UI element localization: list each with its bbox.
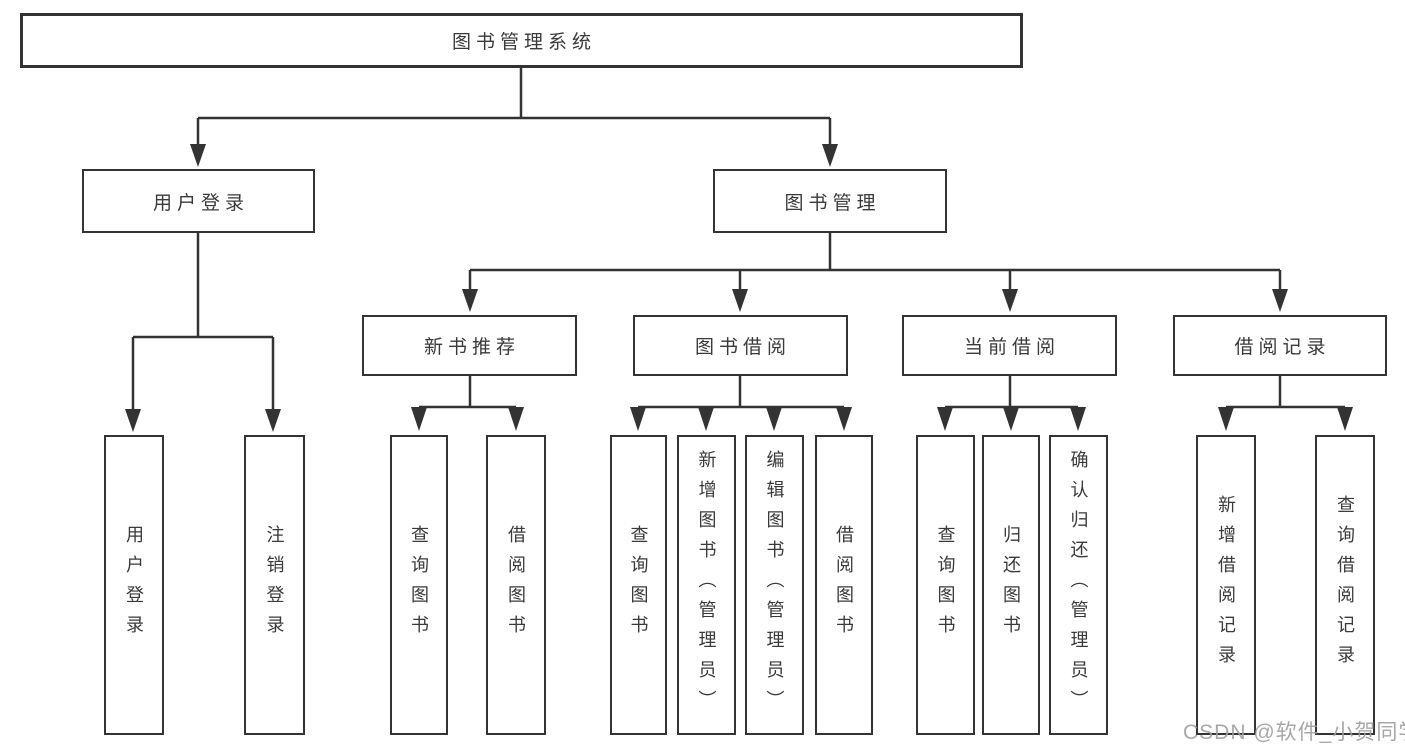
node-borrow-records: 借阅记录 [1173,315,1387,376]
node-new-book-recommend-label: 新书推荐 [423,337,520,358]
leaf-logout: 注销登录 [244,435,305,735]
leaf-confirm-return-admin-label: 确认归还（管理员） [1068,450,1089,720]
leaf-query-books-current-label: 查询图书 [935,525,956,645]
leaf-add-book-admin-label: 新增图书（管理员） [696,450,717,720]
node-user-login: 用户登录 [82,169,315,233]
leaf-logout-label: 注销登录 [264,525,285,645]
leaf-edit-book-admin: 编辑图书（管理员） [745,435,804,735]
node-book-borrow-label: 图书借阅 [694,337,791,358]
leaf-return-books: 归还图书 [982,435,1040,735]
connector-book-management-children [462,233,1288,312]
leaf-user-login: 用户登录 [104,435,164,735]
connector-root-to-level2 [190,68,838,167]
leaf-borrow-books-recommend: 借阅图书 [486,435,546,735]
connector-user-login-children [125,233,281,432]
node-book-borrow: 图书借阅 [633,315,848,376]
leaf-query-books-recommend: 查询图书 [390,435,448,735]
leaf-return-books-label: 归还图书 [1001,525,1021,645]
leaf-query-borrow-record: 查询借阅记录 [1315,435,1375,735]
node-new-book-recommend: 新书推荐 [362,315,577,376]
leaf-add-book-admin: 新增图书（管理员） [677,435,736,735]
leaf-confirm-return-admin: 确认归还（管理员） [1049,435,1108,735]
connector-book-borrow-children [630,376,852,431]
node-borrow-records-label: 借阅记录 [1234,337,1331,358]
node-current-borrow: 当前借阅 [902,315,1117,376]
watermark: CSDN @软件_小贺同学 [1183,721,1405,744]
leaf-borrow-books: 借阅图书 [815,435,873,735]
leaf-query-books-borrow-label: 查询图书 [628,525,649,645]
leaf-borrow-books-recommend-label: 借阅图书 [506,525,526,645]
node-current-borrow-label: 当前借阅 [963,337,1060,358]
leaf-borrow-books-label: 借阅图书 [834,525,854,645]
leaf-query-books-recommend-label: 查询图书 [409,525,429,645]
leaf-add-borrow-record-label: 新增借阅记录 [1216,495,1236,675]
connector-borrow-records-children [1218,376,1353,431]
leaf-query-books-borrow: 查询图书 [610,435,667,735]
leaf-add-borrow-record: 新增借阅记录 [1196,435,1256,735]
node-root-label: 图书管理系统 [451,32,596,53]
leaf-query-books-current: 查询图书 [916,435,975,735]
node-user-login-label: 用户登录 [152,192,249,214]
connector-new-book-recommend-children [411,376,524,431]
connector-current-borrow-children [937,376,1086,431]
node-root-system: 图书管理系统 [20,13,1023,68]
node-book-management: 图书管理 [713,169,947,233]
leaf-query-borrow-record-label: 查询借阅记录 [1335,495,1355,675]
leaf-user-login-label: 用户登录 [124,525,144,645]
node-book-management-label: 图书管理 [784,192,881,214]
leaf-edit-book-admin-label: 编辑图书（管理员） [764,450,785,720]
